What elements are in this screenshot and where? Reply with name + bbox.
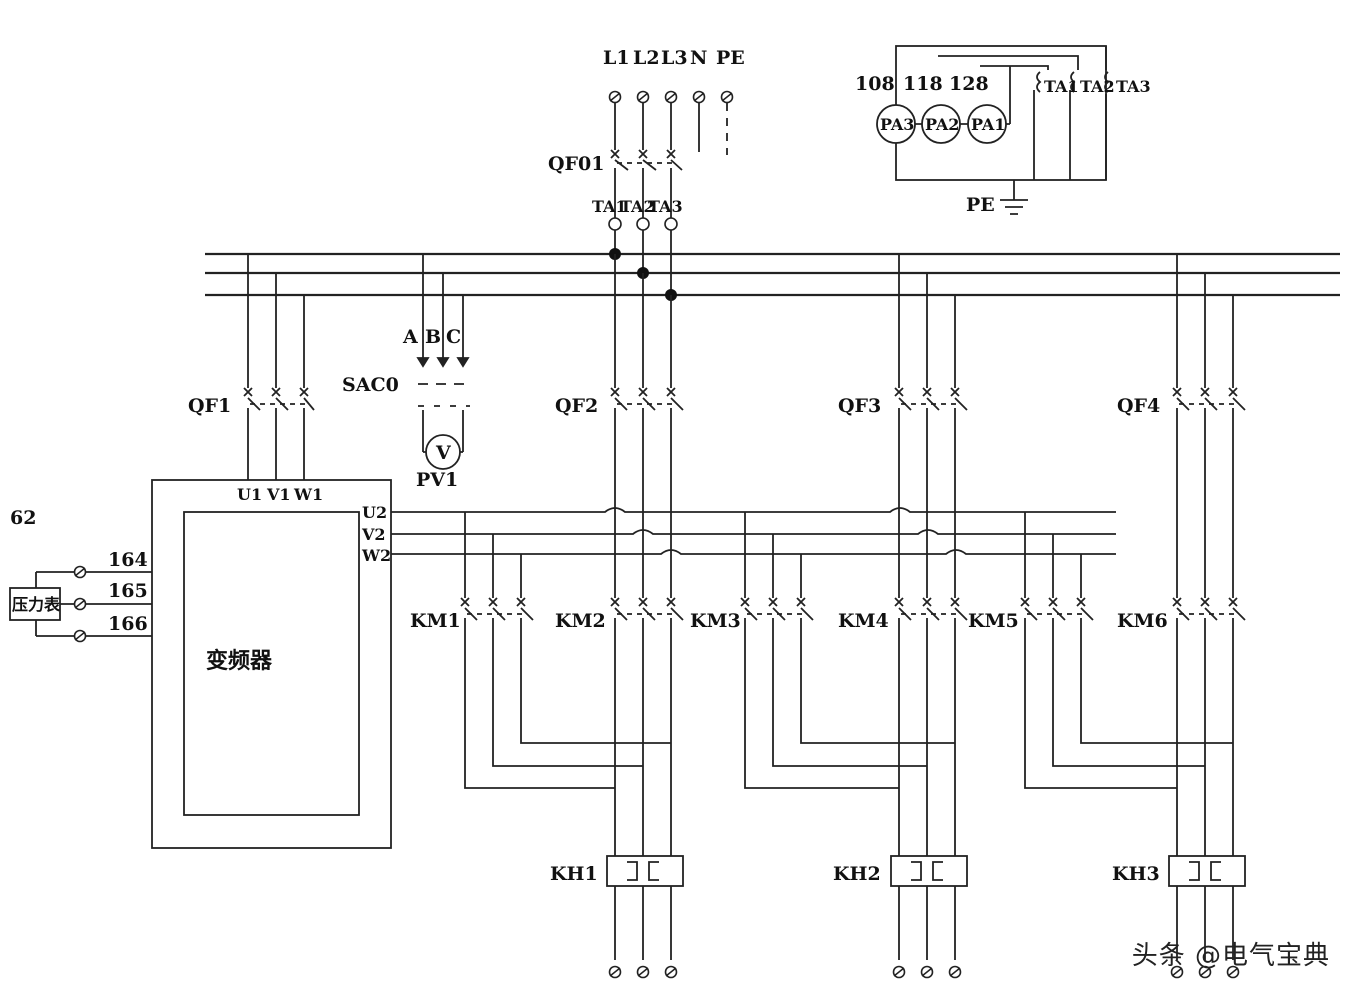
qf01-breaker — [610, 149, 683, 218]
inverter-output-bus — [391, 507, 1116, 555]
ground-label: PE — [966, 194, 995, 216]
inverter-terminal-165 — [73, 597, 87, 611]
inverter-name: 变频器 — [206, 648, 273, 674]
inverter-output-u2: U2 — [362, 503, 387, 522]
ct-label-ta1: TA1 — [592, 197, 627, 216]
branch-2-linkage — [747, 403, 957, 615]
phase-label-l1: L1 — [603, 47, 630, 69]
ct-ta3 — [664, 217, 678, 231]
voltmeter-label: PV1 — [416, 469, 458, 491]
km6-label: KM6 — [1117, 610, 1168, 632]
wire-number-118: 118 — [903, 73, 943, 95]
inverter — [151, 479, 392, 849]
overload-heater-kh1 — [627, 861, 659, 881]
qf01-label: QF01 — [548, 153, 604, 175]
inverter-input-w1: W1 — [293, 485, 323, 504]
volt-phase-a: A — [402, 326, 418, 348]
voltmeter-circuit — [416, 254, 470, 470]
qf1-feeder — [243, 254, 315, 480]
km4-label: KM4 — [838, 610, 889, 632]
overload-relay-kh2 — [890, 855, 968, 887]
phase-label-l2: L2 — [633, 47, 660, 69]
ct-ta1 — [608, 217, 622, 231]
wire-number-128: 128 — [949, 73, 989, 95]
overload-relay-kh1 — [606, 855, 684, 887]
motor-terminal-1-2 — [636, 965, 650, 979]
ammeter-pa1: PA1 — [971, 115, 1005, 134]
phase-label-l3: L3 — [661, 47, 688, 69]
volt-phase-b: B — [425, 326, 441, 348]
overload-heater-kh2 — [911, 861, 943, 881]
inverter-input-u1: U1 — [237, 485, 262, 504]
kh3-label: KH3 — [1112, 863, 1160, 885]
watermark: 头条 @电气宝典 — [1131, 941, 1330, 971]
supply-section: L1 L2 L3 N PE QF01 TA1 TA2 TA3 — [548, 47, 745, 295]
overload-relay-kh3 — [1168, 855, 1246, 887]
motor-terminal-2-2 — [920, 965, 934, 979]
overload-heater-kh3 — [1189, 861, 1221, 881]
voltmeter-symbol: V — [435, 442, 452, 464]
sensor-wire-number: 62 — [10, 507, 36, 529]
terminal-label-166: 166 — [108, 613, 148, 635]
phase-label-n: N — [690, 47, 707, 69]
ct-label-ta2: TA2 — [620, 197, 655, 216]
supply-terminal-l2 — [636, 90, 650, 104]
motor-terminal-1-3 — [664, 965, 678, 979]
motor-terminal-2-3 — [948, 965, 962, 979]
km5-label: KM5 — [968, 610, 1019, 632]
ammeter-box: PA3 PA2 PA1 108 118 128 TA1 TA2 TA3 PE — [855, 45, 1151, 216]
supply-terminal-pe — [720, 90, 734, 104]
km1-label: KM1 — [410, 610, 461, 632]
qf1-label: QF1 — [188, 395, 231, 417]
volt-phase-c: C — [446, 326, 461, 348]
inverter-terminal-166 — [73, 629, 87, 643]
qf3-label: QF3 — [838, 395, 881, 417]
ground-icon — [1000, 180, 1028, 215]
inverter-output-v2: V2 — [361, 525, 386, 544]
motor-terminal-2-1 — [892, 965, 906, 979]
kh1-label: KH1 — [550, 863, 598, 885]
terminal-label-165: 165 — [108, 580, 148, 602]
meter-ct-ta1: TA1 — [1044, 77, 1079, 96]
terminal-label-164: 164 — [108, 549, 148, 571]
pressure-sensor — [9, 571, 152, 637]
km3-label: KM3 — [690, 610, 741, 632]
motor-branches — [460, 254, 1246, 979]
ct-ta2 — [636, 217, 650, 231]
meter-ct-ta2: TA2 — [1080, 77, 1115, 96]
ammeter-pa3: PA3 — [880, 115, 914, 134]
wire-number-108: 108 — [855, 73, 895, 95]
supply-terminal-l1 — [608, 90, 622, 104]
supply-terminal-l3 — [664, 90, 678, 104]
meter-ct-ta3: TA3 — [1116, 77, 1151, 96]
qf2-label: QF2 — [555, 395, 598, 417]
inverter-output-w2: W2 — [361, 546, 391, 565]
km2-label: KM2 — [555, 610, 606, 632]
phase-label-pe: PE — [716, 47, 745, 69]
ct-label-ta3: TA3 — [648, 197, 683, 216]
branch-2-wiring — [740, 254, 968, 960]
inverter-input-v1: V1 — [266, 485, 291, 504]
sensor-name: 压力表 — [12, 595, 61, 614]
supply-terminal-n — [692, 90, 706, 104]
main-busbars — [205, 248, 1340, 301]
branch-3-wiring — [1020, 254, 1246, 960]
branch-3-linkage — [1027, 403, 1235, 615]
ammeter-pa2: PA2 — [925, 115, 959, 134]
selector-switch-label: SAC0 — [342, 374, 399, 396]
branch-1-wiring — [460, 254, 684, 960]
kh2-label: KH2 — [833, 863, 881, 885]
motor-terminal-1-1 — [608, 965, 622, 979]
inverter-terminal-164 — [73, 565, 87, 579]
qf4-label: QF4 — [1117, 395, 1160, 417]
